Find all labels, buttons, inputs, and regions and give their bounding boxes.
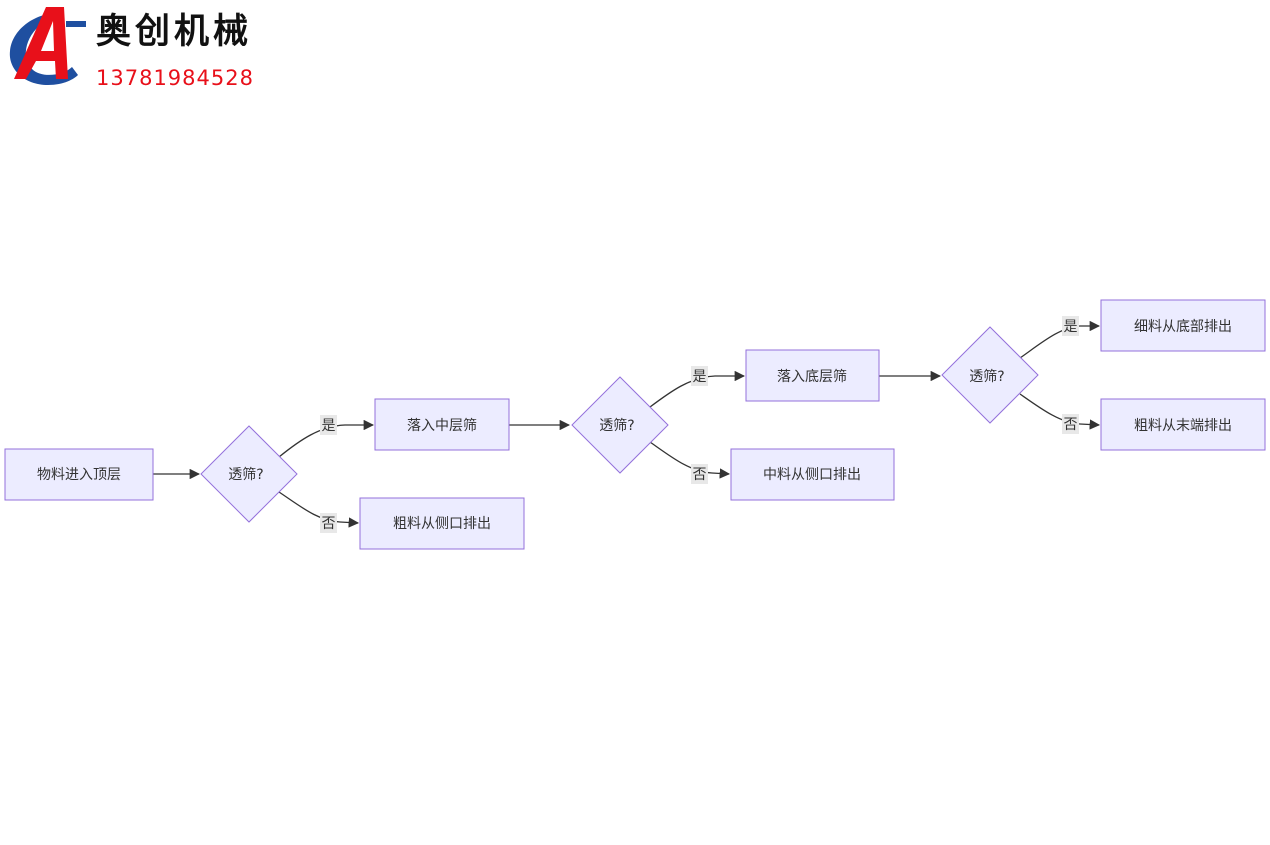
svg-text:是: 是 [322,418,336,434]
edge-label-d3-no: 否 [1062,414,1079,434]
edge-label-d1-yes: 是 [320,415,337,435]
brand-phone: 13781984528 [96,66,254,90]
svg-text:透筛?: 透筛? [228,467,263,483]
svg-text:粗料从侧口排出: 粗料从侧口排出 [393,516,491,532]
svg-text:中料从侧口排出: 中料从侧口排出 [763,467,861,483]
edges [153,320,1101,528]
svg-text:落入底层筛: 落入底层筛 [777,369,847,385]
edge-labels: 是 否 是 否 是 否 [320,316,1079,533]
svg-text:否: 否 [693,467,707,483]
node-mid-screen: 落入中层筛 [374,398,510,451]
node-start: 物料进入顶层 [4,448,154,501]
edge-d2-bottom [649,370,746,408]
svg-text:否: 否 [322,516,336,532]
edge-d1-coarse1 [278,491,360,528]
edge-d3-coarse2 [1019,393,1101,430]
svg-text:粗料从末端排出: 粗料从末端排出 [1134,418,1232,434]
svg-text:是: 是 [693,369,707,385]
edge-label-d2-no: 否 [691,464,708,484]
edge-d3-fine [1019,320,1101,359]
edge-label-d3-yes: 是 [1062,316,1079,336]
edge-d1-mid [278,419,375,458]
node-coarse-side-out: 粗料从侧口排出 [359,497,525,550]
svg-text:落入中层筛: 落入中层筛 [407,418,477,434]
svg-text:透筛?: 透筛? [599,418,634,434]
decision-node-2: 透筛? [571,376,669,474]
brand-header: 奥创机械 13781984528 [0,0,270,100]
svg-text:细料从底部排出: 细料从底部排出 [1134,319,1232,335]
aochuang-logo-icon [9,7,86,85]
edge-label-d1-no: 否 [320,513,337,533]
decision-node-1: 透筛? [200,425,298,523]
svg-text:物料进入顶层: 物料进入顶层 [37,467,121,483]
node-bottom-screen: 落入底层筛 [745,349,880,402]
decision-node-3: 透筛? [941,326,1039,424]
svg-text:透筛?: 透筛? [969,369,1004,385]
node-fine-bottom-out: 细料从底部排出 [1100,299,1266,352]
node-medium-side-out: 中料从侧口排出 [730,448,895,501]
node-coarse-end-out: 粗料从末端排出 [1100,398,1266,451]
svg-text:否: 否 [1064,417,1078,433]
brand-name: 奥创机械 [96,12,253,52]
edge-label-d2-yes: 是 [691,366,708,386]
svg-text:是: 是 [1064,319,1078,335]
nodes: 物料进入顶层 透筛? 落入中层筛 粗料从侧口排出 透筛? 落入底层筛 中料从侧口… [4,299,1266,550]
edge-d2-medium [649,441,731,479]
